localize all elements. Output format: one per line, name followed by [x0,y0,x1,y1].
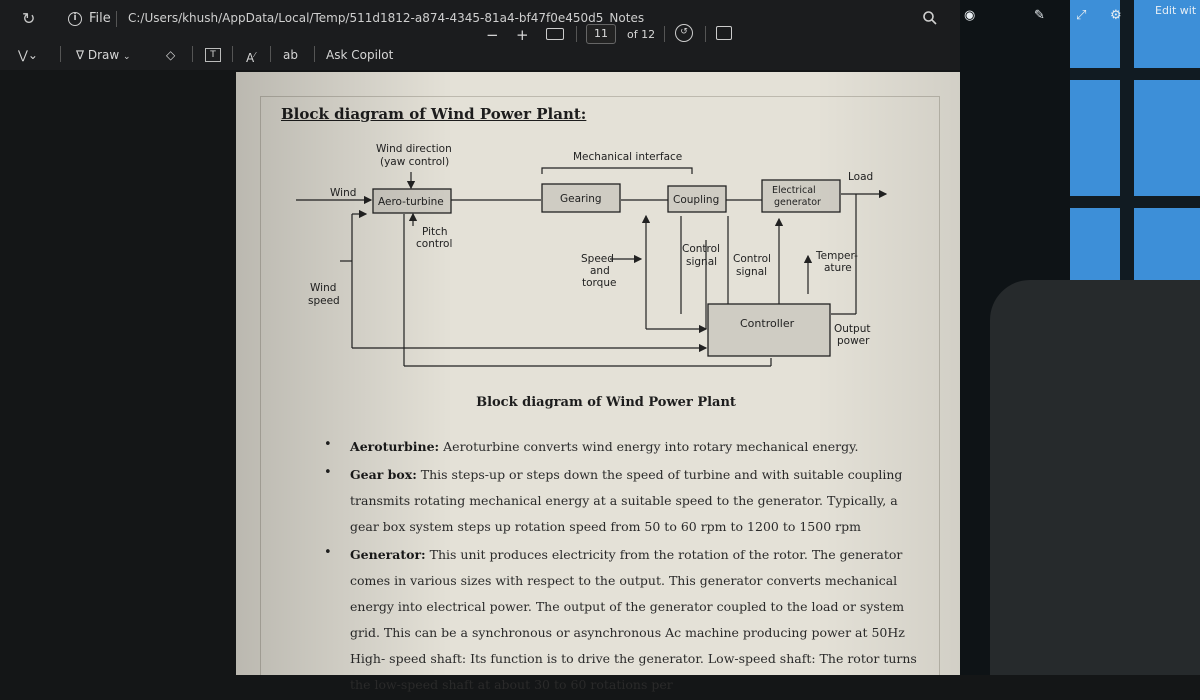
background-object [990,280,1200,675]
refresh-icon[interactable]: ↻ [22,9,36,28]
temperature-label: ature [824,262,852,274]
rotate-icon[interactable]: ↺ [675,24,693,42]
draw-button[interactable]: ∇ Draw ⌄ [76,46,131,64]
list-item: • Aeroturbine: Aeroturbine converts wind… [324,434,924,460]
bullet-body: This steps-up or steps down the speed of… [350,467,903,534]
pen-icon[interactable]: ✎ [1034,8,1045,23]
window-frame [1060,196,1200,208]
bullet-icon: • [324,545,332,560]
bullet-list: • Aeroturbine: Aeroturbine converts wind… [324,434,924,700]
eraser-icon[interactable]: ◇ [166,48,176,62]
bullet-term: Gear box: [350,467,417,482]
text-box-icon[interactable]: T [205,48,221,62]
edit-with-button[interactable]: Edit wit [1155,4,1197,17]
controller-label: Controller [740,317,795,330]
wind-direction-label: (yaw control) [380,156,449,168]
page-total-label: of 12 [627,28,656,41]
pitch-control-label: Pitch [422,226,448,238]
toolbar-divider [705,26,706,42]
highlight-icon[interactable]: ⋁⌄ [18,48,38,62]
info-icon[interactable]: i [68,12,82,26]
mechanical-interface-label: Mechanical interface [573,151,682,163]
toolbar-divider [314,46,315,62]
browser-chrome: ↻ i File C:/Users/khush/AppData/Local/Te… [0,0,960,70]
gearing-block [541,183,621,213]
bullet-term: Aeroturbine: [350,439,440,454]
aero-turbine-label: Aero-turbine [378,196,444,208]
toolbar-divider [232,46,233,62]
translate-button[interactable]: ab [283,48,298,62]
address-divider [116,11,117,27]
wind-speed-label: Wind [310,282,336,294]
speed-torque-label: Speed [581,253,614,265]
zoom-in-button[interactable]: + [516,26,529,44]
window-frame [1060,68,1200,80]
control-signal-label: signal [736,266,767,278]
page-number-input[interactable]: 11 [586,24,616,44]
wind-label: Wind [330,187,356,199]
list-item: • Generator: This unit produces electric… [324,542,924,698]
zoom-out-button[interactable]: − [486,26,499,44]
address-bar: ↻ i File C:/Users/khush/AppData/Local/Te… [0,0,960,38]
bullet-icon: • [324,465,332,480]
toolbar-divider [270,46,271,62]
fit-page-icon[interactable] [546,28,564,40]
file-label: File [89,11,111,26]
list-item: • Gear box: This steps-up or steps down … [324,462,924,540]
url-text[interactable]: C:/Users/khush/AppData/Local/Temp/511d18… [128,11,645,25]
page-border [260,96,940,675]
page-view-icon[interactable] [716,26,732,40]
speed-torque-label: torque [582,277,616,289]
pdf-page: Block diagram of Wind Power Plant: [236,72,960,692]
read-aloud-button[interactable]: A⁄ [246,51,256,65]
gear-icon[interactable]: ⚙ [1110,8,1122,23]
control-signal-label: signal [686,256,717,268]
aero-turbine-block [372,188,452,214]
controller-block [707,303,831,357]
generator-label: Electrical [772,185,816,196]
diagram-caption: Block diagram of Wind Power Plant [476,395,736,410]
coupling-label: Coupling [673,194,719,206]
bullet-body: This unit produces electricity from the … [350,547,917,692]
toolbar-divider [664,26,665,42]
output-power-label: Output [834,323,870,335]
page-heading: Block diagram of Wind Power Plant: [281,105,587,123]
pitch-control-label: control [416,238,452,250]
background-photo: ◉ ✎ ⤢ ⚙ Edit wit [960,0,1200,675]
bullet-term: Generator: [350,547,426,562]
generator-block [761,179,841,213]
draw-label: Draw [87,48,120,62]
coupling-block [667,185,727,213]
wind-speed-label: speed [308,295,340,307]
bullet-body: Aeroturbine converts wind energy into ro… [439,439,859,454]
pdf-toolbar: ⋁⌄ ∇ Draw ⌄ ◇ T A⁄ ab Ask Copilot [0,38,960,70]
search-icon[interactable] [922,10,938,26]
temperature-label: Temper- [815,250,858,262]
profile-icon[interactable]: ◉ [964,8,976,23]
bullet-icon: • [324,437,332,452]
load-label: Load [848,171,873,183]
control-signal-label: Control [733,253,771,265]
toolbar-divider [576,26,577,42]
wind-direction-label: Wind direction [376,143,452,155]
output-power-label: power [837,335,870,347]
block-diagram: Wind direction (yaw control) Mechanical … [296,143,888,367]
expand-icon[interactable]: ⤢ [1076,8,1087,23]
toolbar-divider [60,46,61,62]
pen-icon: ∇ [76,48,85,62]
generator-label: generator [774,197,821,208]
gearing-label: Gearing [560,193,602,205]
speed-torque-label: and [590,265,610,277]
toolbar-divider [192,46,193,62]
ask-copilot-button[interactable]: Ask Copilot [326,48,394,62]
control-signal-label: Control [682,243,720,255]
chevron-down-icon: ⌄ [123,52,131,62]
